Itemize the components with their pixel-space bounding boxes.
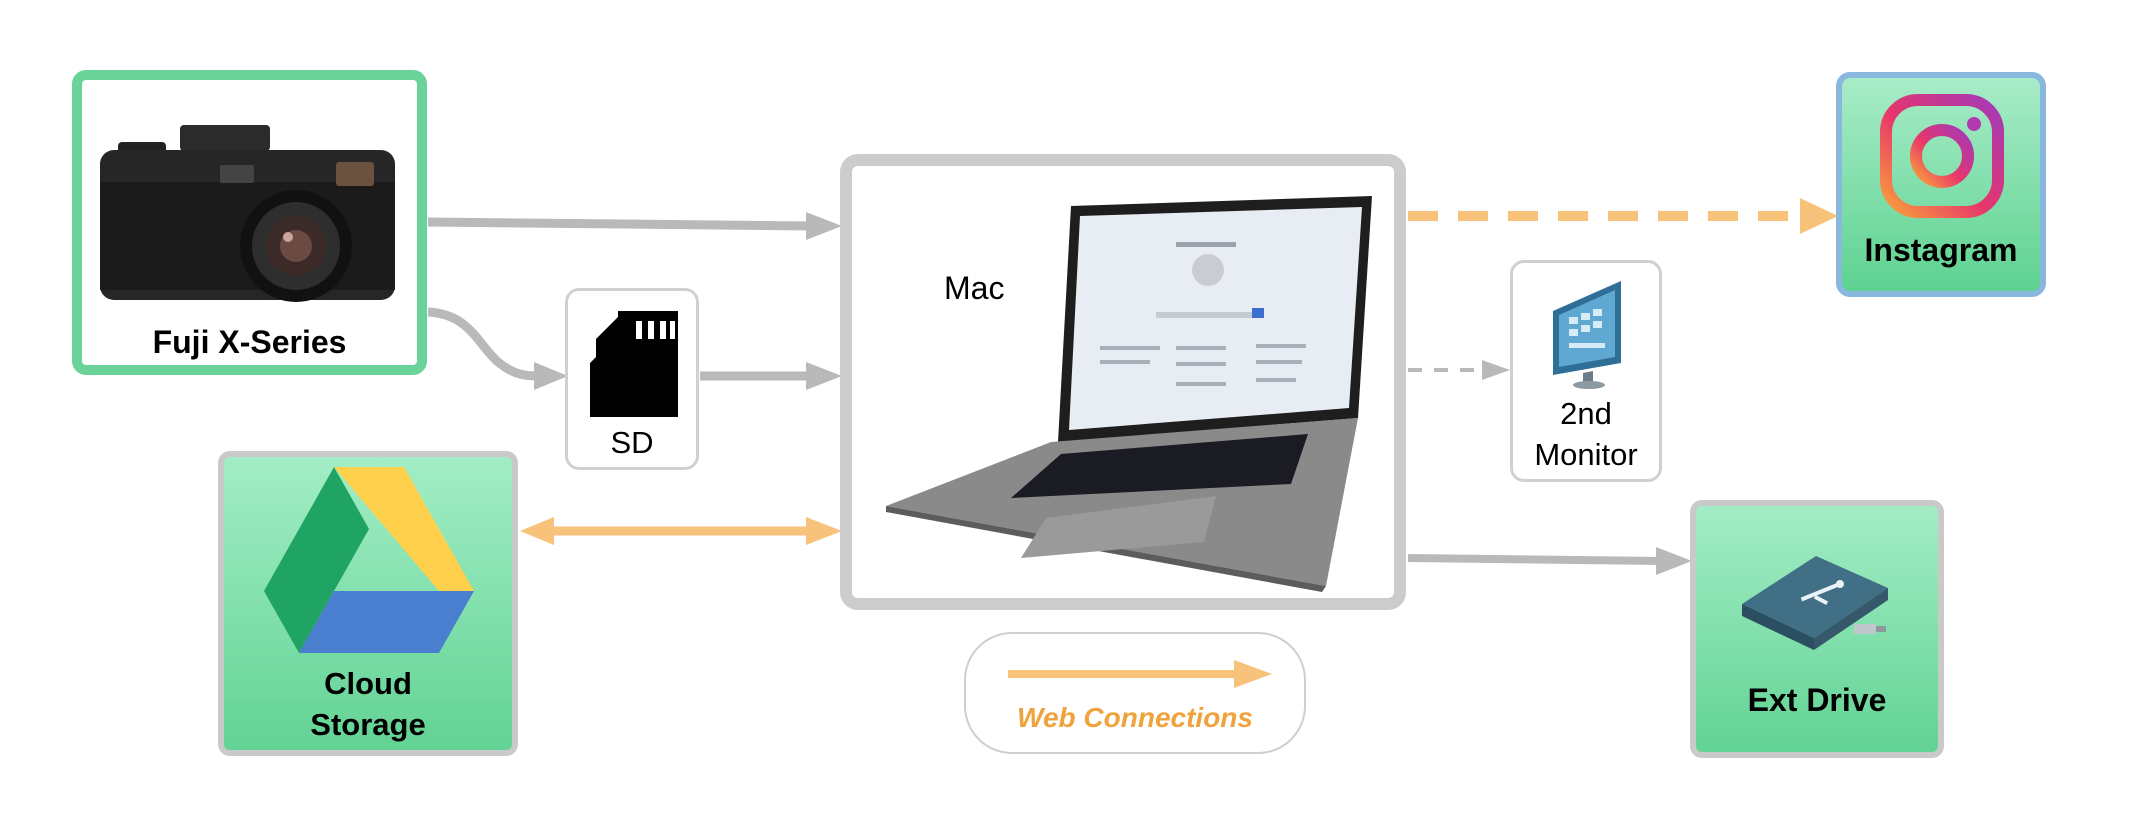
orange-arrow-icon <box>1008 660 1272 688</box>
monitor-label-line1: 2nd <box>1560 396 1612 431</box>
monitor-label-line2: Monitor <box>1534 437 1638 472</box>
camera-label: Fuji X-Series <box>152 324 347 360</box>
second-monitor-node: 2nd Monitor <box>1510 260 1662 482</box>
legend-label: Web Connections <box>1017 702 1253 733</box>
legend: Web Connections <box>964 632 1306 754</box>
sd-card-icon <box>590 311 678 417</box>
cloud-storage-label: Cloud Storage <box>224 663 512 745</box>
edge-cloud-mac-web <box>520 517 842 545</box>
instagram-label: Instagram <box>1864 232 2018 268</box>
mac-node: Mac <box>840 154 1406 610</box>
instagram-icon <box>1880 94 2004 218</box>
camera-node: Fuji X-Series <box>72 70 427 375</box>
sd-node: SD <box>565 288 699 470</box>
ext-drive-label: Ext Drive <box>1747 682 1887 718</box>
edge-camera-to-sd <box>427 307 568 390</box>
mac-label: Mac <box>944 270 1005 306</box>
monitor-icon <box>1553 281 1621 389</box>
second-monitor-label: 2nd Monitor <box>1513 393 1659 475</box>
edge-mac-to-instagram-web <box>1408 198 1838 234</box>
ext-drive-node: Ext Drive <box>1690 500 1944 758</box>
edge-mac-to-drive <box>1407 547 1692 575</box>
cloud-label-line1: Cloud <box>324 666 412 701</box>
edge-camera-to-mac <box>427 212 842 240</box>
instagram-node: Instagram <box>1836 72 2046 297</box>
google-drive-icon <box>264 467 474 653</box>
edge-sd-to-mac <box>700 362 842 390</box>
usb-drive-icon <box>1742 556 1888 650</box>
edge-mac-to-monitor <box>1408 360 1510 380</box>
sd-label: SD <box>610 425 654 460</box>
cloud-label-line2: Storage <box>310 707 426 742</box>
camera-icon <box>100 125 395 302</box>
laptop-icon <box>886 196 1372 592</box>
cloud-storage-node: Cloud Storage <box>218 451 518 756</box>
